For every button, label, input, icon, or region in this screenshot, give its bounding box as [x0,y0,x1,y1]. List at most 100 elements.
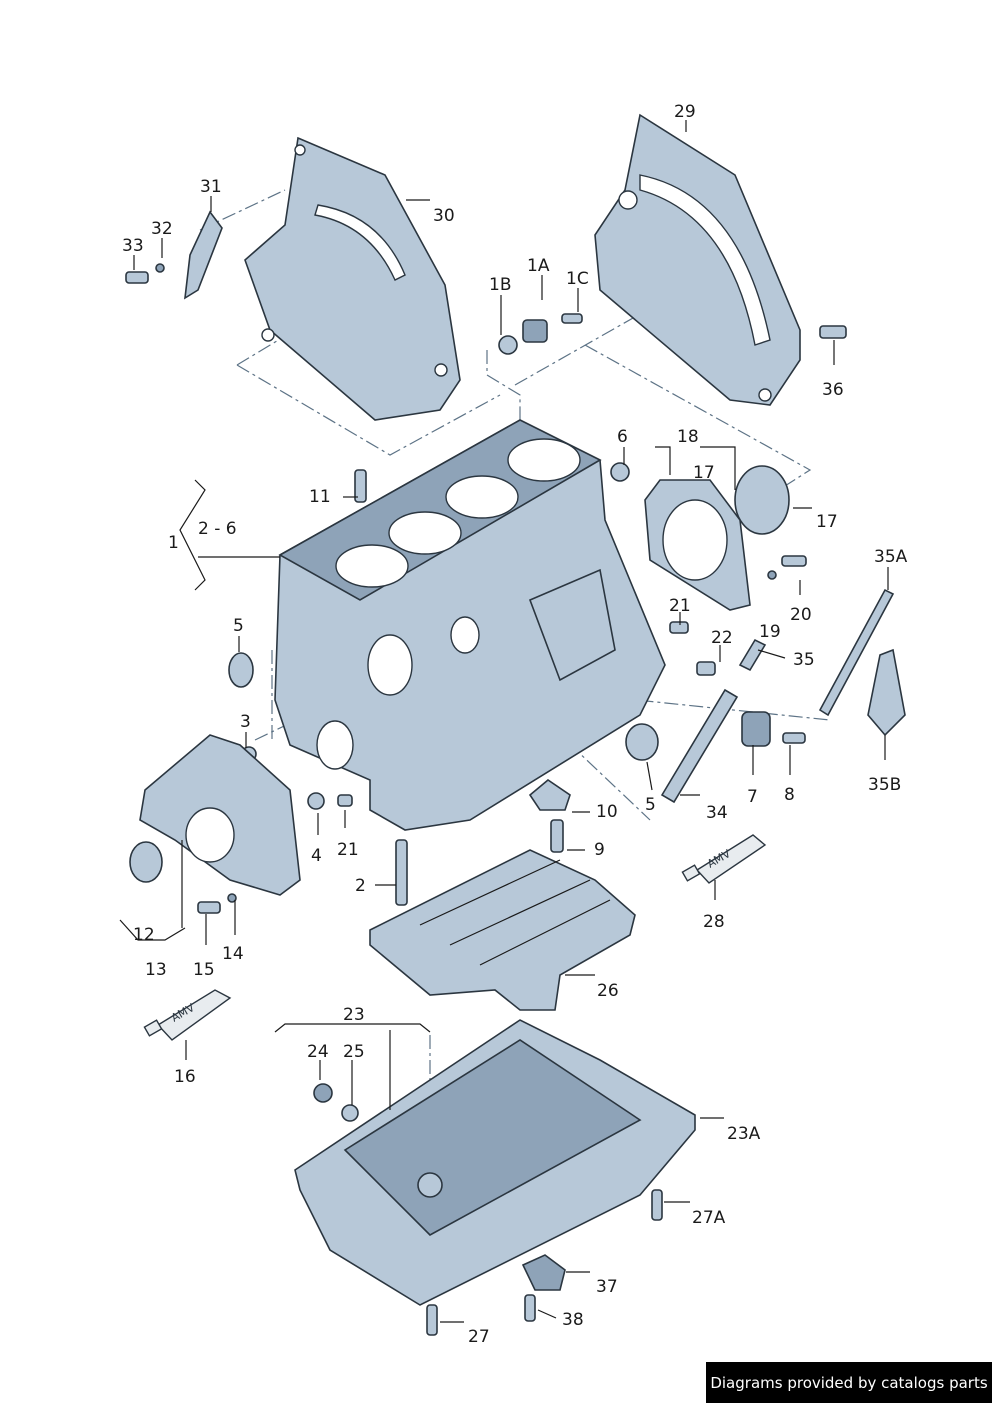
label-8: 8 [784,785,795,805]
label-12: 12 [133,925,155,945]
dowel-sleeve [669,621,689,634]
label-17-outer: 17 [816,512,838,532]
dowel-sleeve [337,794,353,807]
tube-bracket [867,648,906,737]
label-19: 19 [759,622,781,642]
label-22: 22 [711,628,733,648]
label-27: 27 [468,1327,490,1347]
bolt-hole [618,190,638,210]
oil-baffle [369,849,636,1011]
label-35B: 35B [868,775,902,795]
label-1A: 1A [527,256,550,276]
guide-tube [738,638,767,672]
label-37: 37 [596,1277,618,1297]
label-1: 1 [168,533,179,553]
bolt [561,313,583,324]
washer [227,893,237,903]
label-10: 10 [596,802,618,822]
label-5-left: 5 [233,616,244,636]
drain-plug [313,1083,333,1103]
sealant-tube: AMV [143,989,232,1041]
bolt [550,819,564,853]
label-9: 9 [594,840,605,860]
seal-ring [307,792,325,810]
label-26: 26 [597,981,619,1001]
label-30: 30 [433,206,455,226]
oil-spray-jet [528,778,571,811]
leader-lines [119,120,889,1323]
seal-ring [129,841,163,883]
cylinder-block [274,419,666,831]
dowel-pin [354,469,367,503]
label-20: 20 [790,605,812,625]
bolt [197,901,221,914]
label-21-left: 21 [337,840,359,860]
bolt [426,1304,438,1336]
label-7: 7 [747,787,758,807]
label-29: 29 [674,102,696,122]
sensor [522,319,548,343]
bolt [125,271,149,284]
washer [155,263,165,273]
cylinder-bore [388,511,462,555]
label-17-inner: 17 [693,463,715,483]
label-4: 4 [311,846,322,866]
bolt [819,325,847,339]
dowel-sleeve [696,661,716,676]
label-15: 15 [193,960,215,980]
seal-ring [734,465,790,535]
label-1C: 1C [566,269,589,289]
label-14: 14 [222,944,244,964]
washer [767,570,777,580]
cylinder-head-bolt [395,839,408,906]
credit-banner: Diagrams provided by catalogs parts [706,1362,992,1403]
label-6: 6 [617,427,628,447]
drain-boss [417,1172,443,1198]
label-31: 31 [200,177,222,197]
label-2-6: 2 - 6 [198,519,237,539]
bearing-bore [450,616,480,654]
seal-ring [341,1104,359,1122]
seal-ring [625,723,659,761]
label-1B: 1B [489,275,512,295]
label-11: 11 [309,487,331,507]
label-18: 18 [677,427,699,447]
bearing-bore [316,720,354,770]
cover-bracket [184,210,223,300]
bolt [524,1294,536,1322]
bolt-hole [261,328,275,342]
label-36: 36 [822,380,844,400]
label-35A: 35A [874,547,908,567]
label-3: 3 [240,712,251,732]
cylinder-bore [335,544,409,588]
label-5-right: 5 [645,795,656,815]
bolt-hole [758,388,772,402]
label-34: 34 [706,803,728,823]
bolt [782,732,806,744]
guide-tube [660,688,739,804]
label-27A: 27A [692,1208,726,1228]
bolt-hole [434,363,448,377]
sealant-tube: AMV [681,834,767,884]
label-16: 16 [174,1067,196,1087]
bolt-hole [294,144,306,156]
label-33: 33 [122,236,144,256]
cylinder-bore [507,438,581,482]
bolt [651,1189,663,1221]
plug [610,462,630,482]
label-32: 32 [151,219,173,239]
label-38: 38 [562,1310,584,1330]
rear-sealing-plate-right [594,113,801,406]
label-25: 25 [343,1042,365,1062]
label-21-right: 21 [669,596,691,616]
label-24: 24 [307,1042,329,1062]
label-2: 2 [355,876,366,896]
bolt [781,555,807,567]
cylinder-bore [445,475,519,519]
label-23A: 23A [727,1124,761,1144]
seal-ring [228,652,254,688]
sensor [741,711,771,747]
bearing-bore [367,634,413,696]
